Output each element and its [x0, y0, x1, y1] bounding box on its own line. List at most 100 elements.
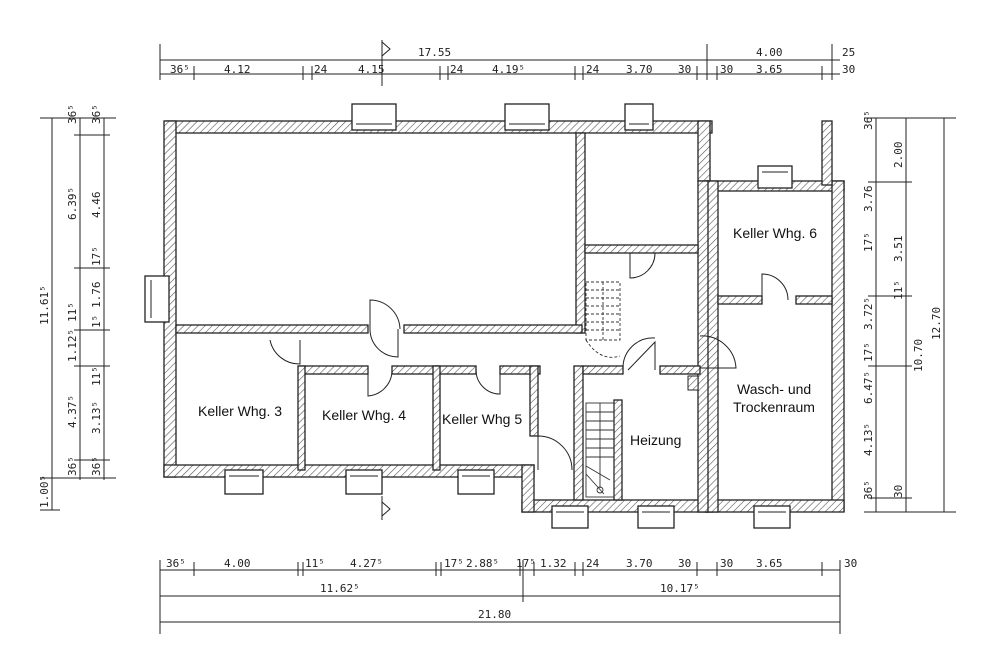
dim-left-col2: 36⁵: [90, 104, 103, 124]
wall-int-h3b: [391, 365, 439, 375]
room-label-keller-3: Keller Whg. 3: [198, 403, 282, 419]
wall-int-v4: [529, 365, 539, 437]
dim-top-overall-right: 4.00: [756, 46, 783, 59]
windows: [144, 103, 793, 529]
wall-ext-h2: [795, 295, 833, 305]
dim-right-col1: 17⁵: [862, 232, 875, 252]
dim-right-col1: 17⁵: [862, 342, 875, 362]
dim-bottom-seg: 4.00: [224, 557, 251, 570]
dim-left-col1: 11⁵: [66, 302, 79, 322]
door-hall-to-wasch: [699, 335, 737, 369]
dim-right-col2: 30: [892, 485, 905, 498]
room-label-keller-6: Keller Whg. 6: [733, 225, 817, 241]
dim-bottom-seg: 17⁵: [444, 557, 464, 570]
door-corridor-left: [269, 339, 301, 365]
wall-int-h1: [584, 244, 699, 254]
dim-right-col1: 3.76: [862, 186, 875, 213]
dim-top-seg: 3.70: [626, 63, 653, 76]
dim-bottom-mid-right: 10.17⁵: [660, 582, 700, 595]
dim-bottom-seg: 30: [844, 557, 857, 570]
dim-top-seg: 4.19⁵: [492, 63, 525, 76]
wall-bottom-stair-step: [521, 464, 535, 513]
wall-int-v3: [432, 365, 441, 471]
room-label-wasch-2: Trockenraum: [733, 399, 815, 415]
door-heizung: [622, 337, 656, 369]
dim-right-col1: 6.47⁵: [862, 371, 875, 404]
dim-left-col2: 1⁵: [90, 315, 103, 328]
window-top-1: [351, 103, 397, 131]
room-label-keller-5: Keller Whg 5: [442, 411, 522, 427]
dim-top-overall-left: 17.55: [418, 46, 451, 59]
wall-main-right-lower: [697, 180, 709, 513]
dim-top-seg: 36⁵: [170, 63, 190, 76]
door-keller4: [367, 370, 393, 397]
dim-bottom-seg: 30: [720, 557, 733, 570]
window-ext-bottom: [753, 505, 791, 529]
dim-bottom-seg: 1.32: [540, 557, 567, 570]
dim-top-seg: 30: [678, 63, 691, 76]
dim-top-seg: 4.12: [224, 63, 251, 76]
dimensions-right: 36⁵ 3.76 17⁵ 3.72⁵ 17⁵ 6.47⁵ 4.13⁵ 36⁵ 2…: [862, 110, 956, 513]
dim-top-corner: 25: [842, 46, 855, 59]
dim-right-col2: 2.00: [892, 142, 905, 169]
dim-bottom-seg: 4.27⁵: [350, 557, 383, 570]
dim-top-seg: 24: [586, 63, 600, 76]
dim-right-col2: 11⁵: [892, 280, 905, 300]
wall-ext-chimney: [821, 120, 833, 186]
dim-top-seg: 24: [314, 63, 328, 76]
dim-left-col2: 4.46: [90, 192, 103, 219]
dim-left-col2: 11⁵: [90, 366, 103, 386]
dim-right-col1: 36⁵: [862, 480, 875, 500]
dim-right-col1: 36⁵: [862, 110, 875, 130]
wall-int-h2a: [175, 324, 369, 334]
dim-bottom-seg: 17⁵: [516, 557, 536, 570]
walls: [163, 120, 845, 513]
dim-left-overall: 11.61⁵: [38, 285, 51, 325]
dim-top-seg: 3.65: [756, 63, 783, 76]
dim-left-col1: 1.00⁵: [38, 475, 51, 508]
dim-bottom-seg: 36⁵: [166, 557, 186, 570]
room-labels: Keller Whg. 3 Keller Whg. 4 Keller Whg 5…: [198, 225, 817, 448]
dim-right-col1: 4.13⁵: [862, 423, 875, 456]
wall-int-v6: [613, 399, 623, 501]
wall-right-main-upper: [697, 120, 711, 182]
dim-left-col1: 4.37⁵: [66, 395, 79, 428]
stairs: [585, 281, 699, 498]
wall-int-h4: [582, 365, 624, 375]
room-label-wasch-1: Wasch- und: [737, 381, 811, 397]
dim-left-col1: 6.39⁵: [66, 187, 79, 220]
dim-right-overall: 12.70: [930, 307, 943, 340]
door-stair-landing: [627, 340, 656, 371]
wall-ext-right: [831, 180, 845, 512]
window-bottom-3: [457, 469, 495, 495]
dimensions-bottom: 36⁵ 4.00 11⁵ 4.27⁵ 17⁵ 2.88⁵ 17⁵ 1.32 24…: [159, 496, 857, 634]
dim-left-col2: 17⁵: [90, 246, 103, 266]
dim-top-seg: 30: [720, 63, 733, 76]
wall-int-h4b: [659, 365, 701, 375]
dim-bottom-seg: 11⁵: [305, 557, 325, 570]
room-label-heizung: Heizung: [630, 432, 681, 448]
wall-int-h2b: [403, 324, 583, 334]
dim-bottom-seg: 30: [678, 557, 691, 570]
dim-top-seg: 24: [450, 63, 464, 76]
dim-left-col2: 3.13⁵: [90, 401, 103, 434]
dim-bottom-seg: 3.70: [626, 557, 653, 570]
window-ext-top: [757, 165, 793, 189]
dim-left-col1: 36⁵: [66, 104, 79, 124]
window-bottom-2: [345, 469, 383, 495]
door-corridor-lower: [369, 328, 399, 358]
window-top-2: [504, 103, 550, 131]
wall-int-h3a: [299, 365, 369, 375]
dim-bottom-mid-left: 11.62⁵: [320, 582, 360, 595]
door-corridor-main: [369, 299, 401, 330]
dim-bottom-seg: 24: [586, 557, 600, 570]
wall-int-v5: [573, 365, 584, 501]
doors: [269, 252, 789, 471]
window-bottom-4: [551, 505, 589, 529]
dim-right-col1: 3.72⁵: [862, 297, 875, 330]
door-keller6: [761, 273, 789, 301]
dimensions-top: 17.55 4.00 25 36⁵ 4.12 24 4.15 24 4.19⁵ …: [159, 40, 855, 86]
door-keller5: [475, 369, 501, 395]
door-top-right-room: [629, 252, 656, 279]
